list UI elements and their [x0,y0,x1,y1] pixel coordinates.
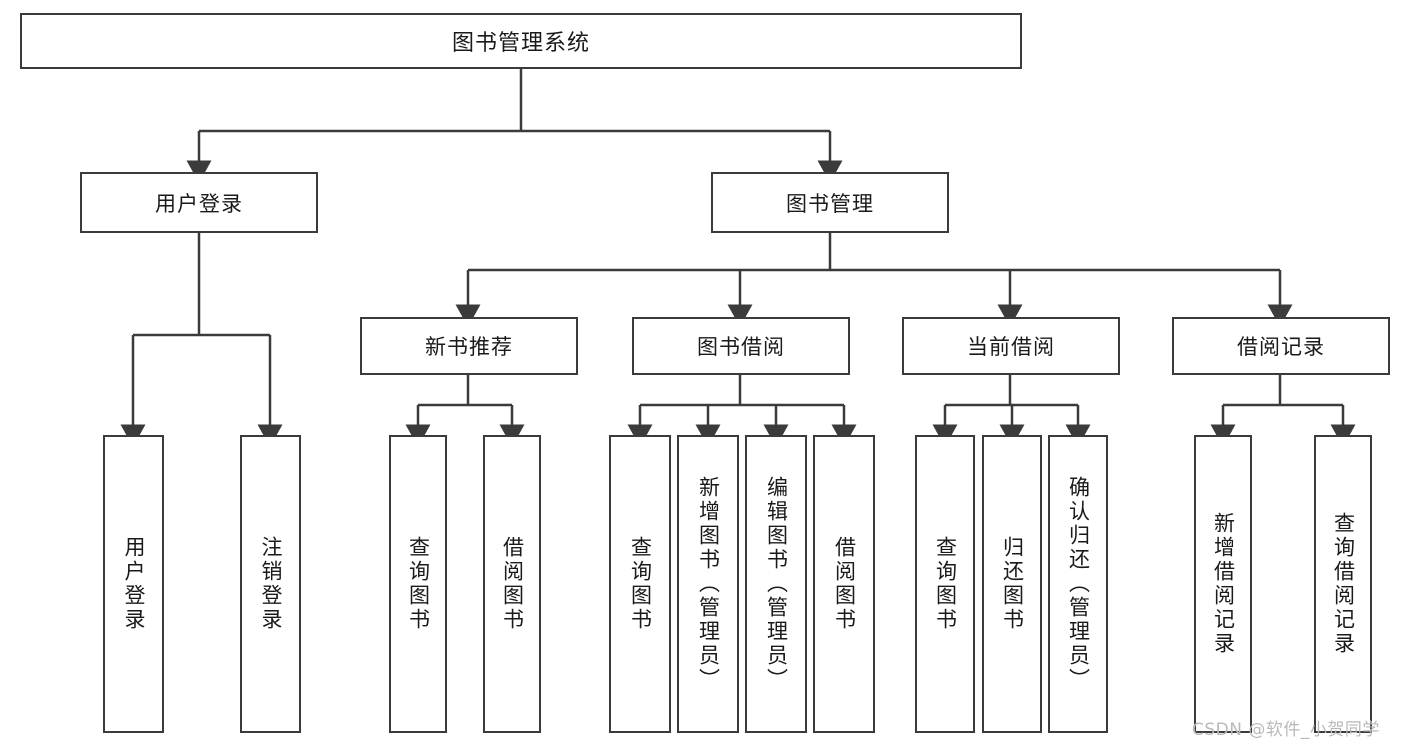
leaf-label: 查询图书 [628,536,653,632]
leaf-label: 归还图书 [1000,536,1025,632]
node-new-book-recommend[interactable]: 新书推荐 [360,317,578,375]
leaf-label: 借阅图书 [500,536,525,632]
node-book-manage[interactable]: 图书管理 [711,172,949,233]
node-new-book-recommend-label: 新书推荐 [425,335,513,359]
node-book-borrow-label: 图书借阅 [697,335,785,359]
leaf-label: 借阅图书 [832,536,857,632]
node-borrow-record-label: 借阅记录 [1237,335,1325,359]
leaf-label: 确认归还（管理员） [1066,476,1091,692]
leaf-label: 用户登录 [122,536,146,632]
node-book-manage-label: 图书管理 [786,191,874,216]
leaf-user-login-login[interactable]: 用户登录 [103,435,164,733]
leaf-user-login-logout[interactable]: 注销登录 [240,435,301,733]
leaf-new-book-borrow[interactable]: 借阅图书 [483,435,541,733]
leaf-label: 新增图书（管理员） [696,476,721,692]
leaf-label: 注销登录 [259,536,283,632]
leaf-borrow-record-add[interactable]: 新增借阅记录 [1194,435,1252,733]
node-book-borrow[interactable]: 图书借阅 [632,317,850,375]
leaf-label: 新增借阅记录 [1211,512,1236,656]
leaf-label: 查询借阅记录 [1331,512,1356,656]
node-current-borrow-label: 当前借阅 [967,335,1055,359]
node-root[interactable]: 图书管理系统 [20,13,1022,69]
leaf-book-borrow-query[interactable]: 查询图书 [609,435,671,733]
node-user-login-label: 用户登录 [155,191,243,216]
node-root-label: 图书管理系统 [451,31,590,56]
node-user-login[interactable]: 用户登录 [80,172,318,233]
leaf-book-borrow-edit[interactable]: 编辑图书（管理员） [745,435,807,733]
leaf-new-book-query[interactable]: 查询图书 [389,435,447,733]
leaf-book-borrow-add[interactable]: 新增图书（管理员） [677,435,739,733]
leaf-book-borrow-borrow[interactable]: 借阅图书 [813,435,875,733]
node-current-borrow[interactable]: 当前借阅 [902,317,1120,375]
csdn-watermark: CSDN @软件_小贺同学 [1192,720,1380,740]
leaf-current-borrow-confirm[interactable]: 确认归还（管理员） [1048,435,1108,733]
leaf-borrow-record-query[interactable]: 查询借阅记录 [1314,435,1372,733]
node-borrow-record[interactable]: 借阅记录 [1172,317,1390,375]
leaf-current-borrow-return[interactable]: 归还图书 [982,435,1042,733]
leaf-current-borrow-query[interactable]: 查询图书 [915,435,975,733]
leaf-label: 查询图书 [933,536,958,632]
leaf-label: 查询图书 [406,536,431,632]
leaf-label: 编辑图书（管理员） [764,476,789,692]
